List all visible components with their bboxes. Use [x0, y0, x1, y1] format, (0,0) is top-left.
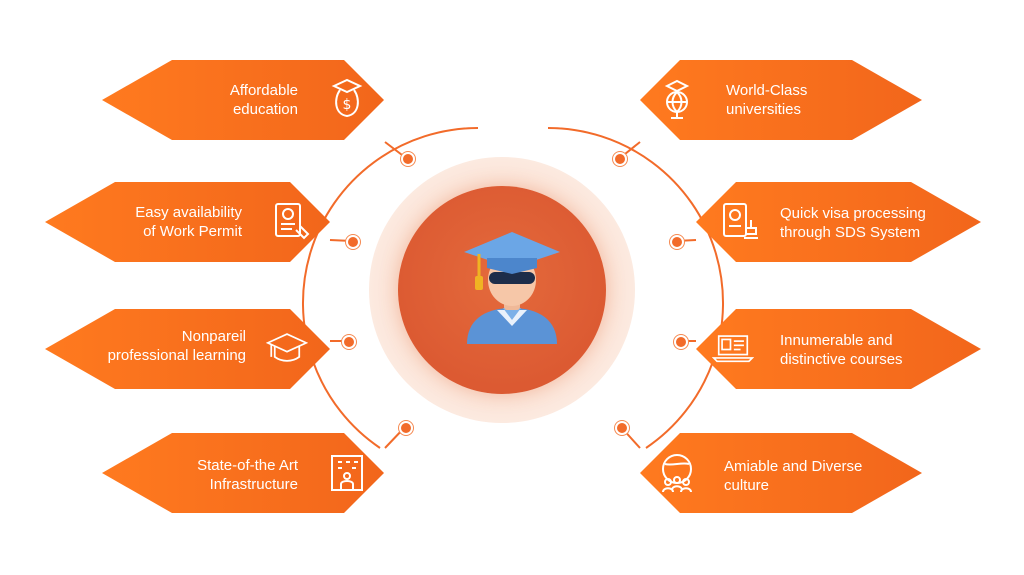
connector-dot	[346, 235, 360, 249]
benefit-pill-infrastructure	[102, 433, 384, 513]
globe-people-icon	[656, 452, 698, 494]
passport-stamp-icon	[718, 200, 760, 242]
benefit-pill-visa-processing	[696, 182, 981, 262]
benefit-pill-diverse-culture	[640, 433, 922, 513]
connector-dot	[674, 335, 688, 349]
connector-dot	[342, 335, 356, 349]
connector-dot	[613, 152, 627, 166]
building-people-icon	[326, 452, 368, 494]
certificate-document-icon	[270, 200, 312, 242]
connector-dot	[399, 421, 413, 435]
benefit-pill-work-permit	[45, 182, 330, 262]
graduate-student-icon	[459, 228, 565, 344]
graduation-cap-icon	[265, 328, 314, 370]
laptop-course-icon	[711, 326, 762, 368]
left-arc	[302, 127, 479, 449]
benefit-pill-distinctive-courses	[696, 309, 981, 389]
money-bag-graduation-icon: $	[326, 78, 368, 120]
connector-dot	[615, 421, 629, 435]
connector-dot	[670, 235, 684, 249]
globe-graduation-icon	[656, 78, 698, 120]
right-arc	[547, 127, 724, 449]
svg-text:$: $	[343, 97, 352, 113]
connector-dot	[401, 152, 415, 166]
